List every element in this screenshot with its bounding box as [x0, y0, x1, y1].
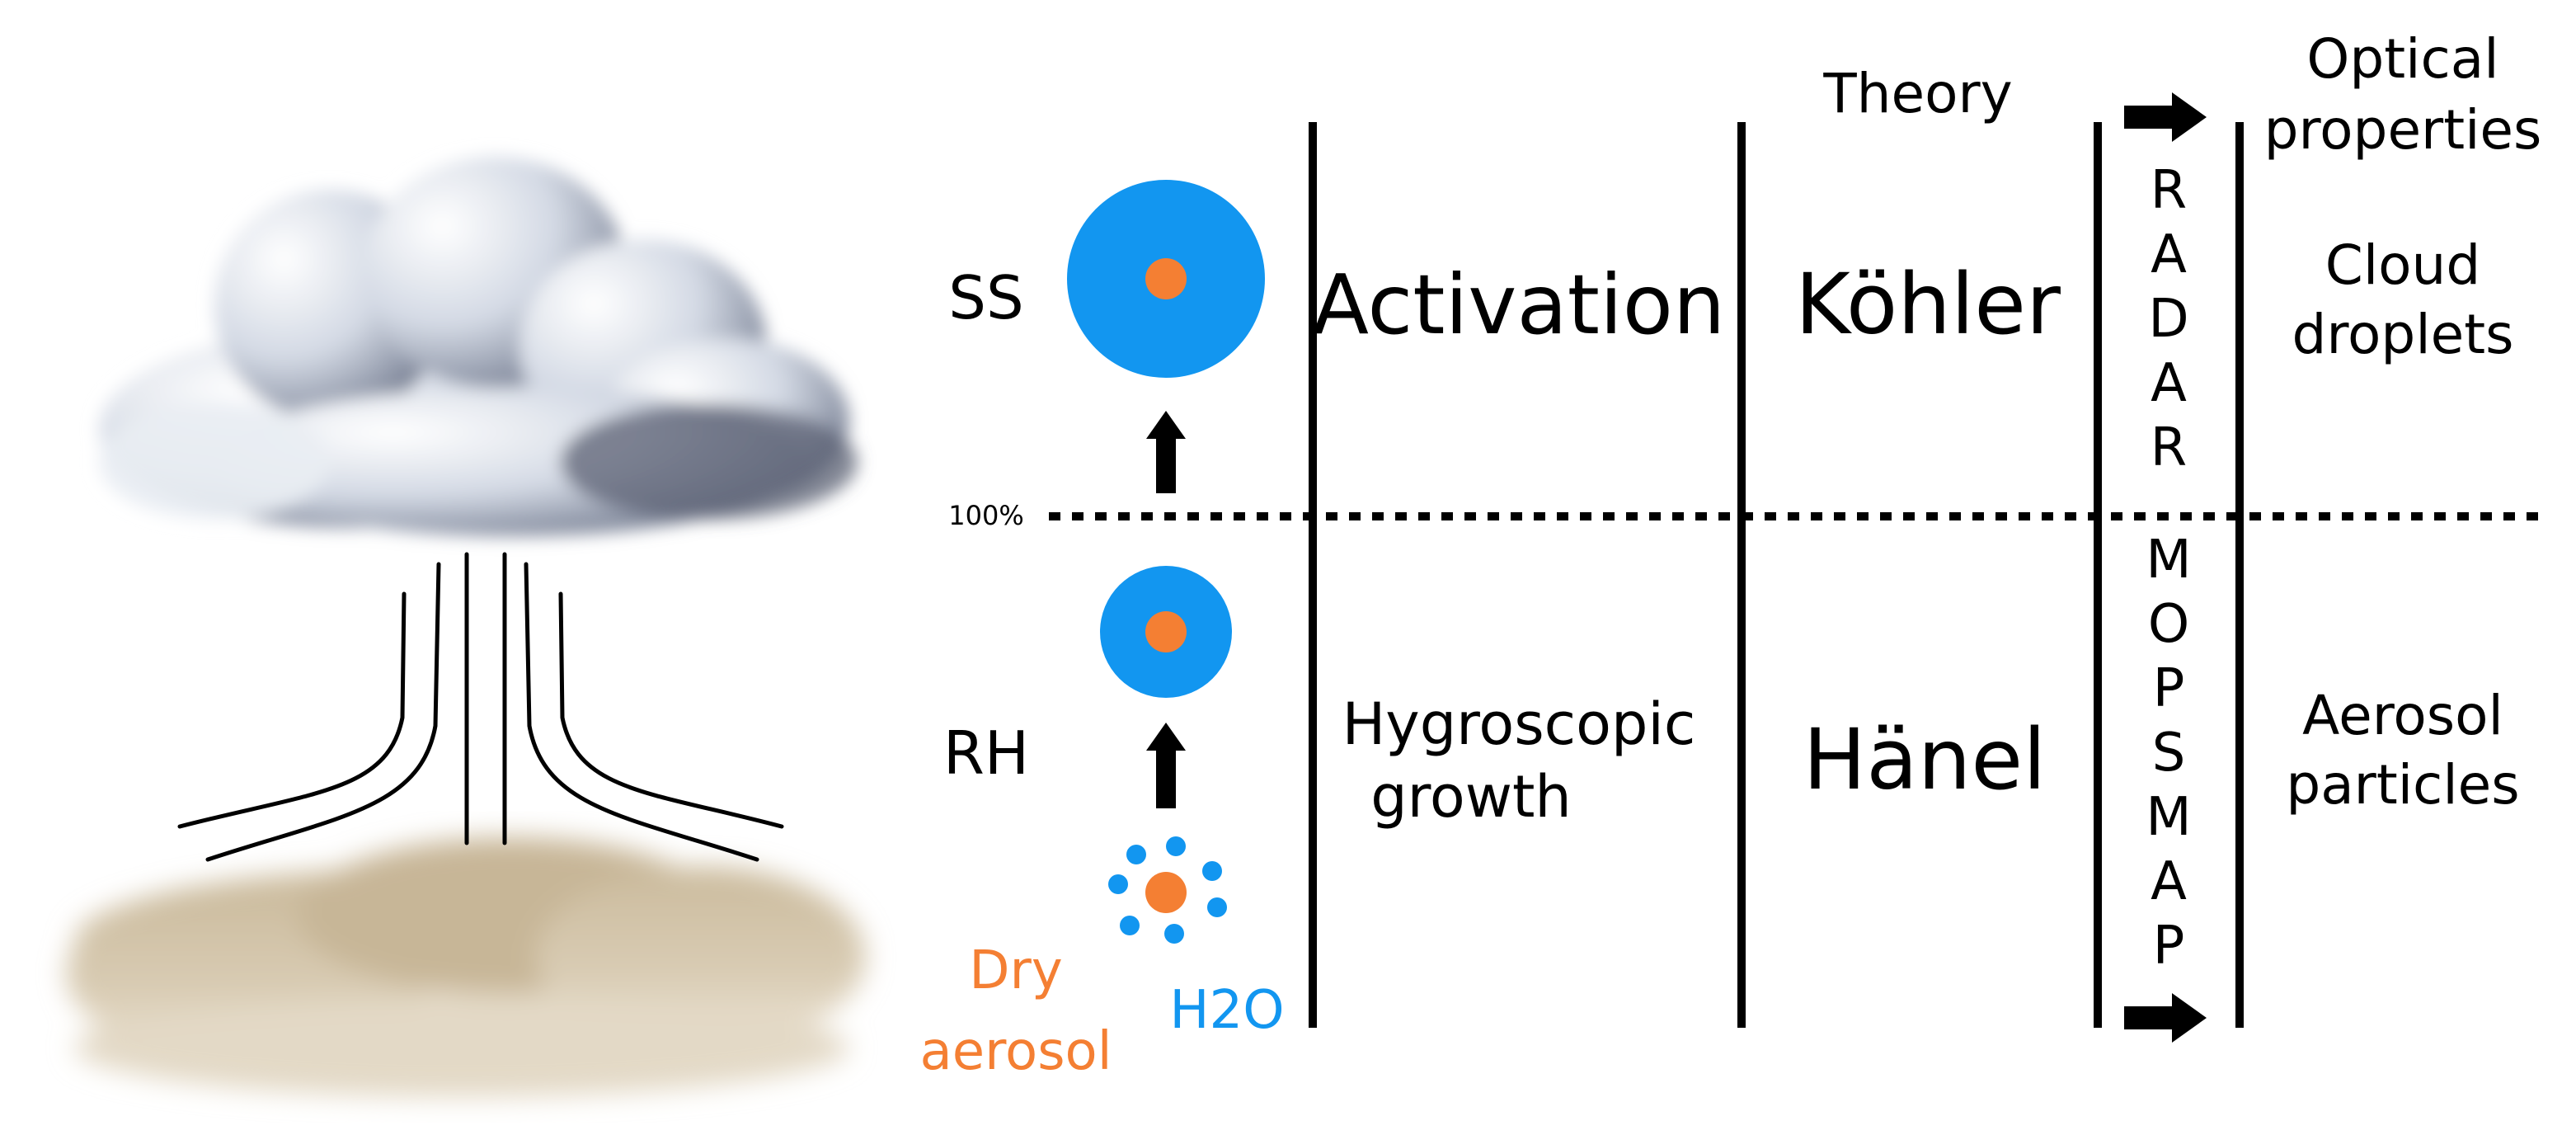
cloud-droplet-large — [1067, 180, 1265, 378]
mopsmap-letter: M — [2146, 787, 2191, 848]
cloud-droplets-label-line1: Cloud — [2325, 233, 2481, 297]
hygroscopic-growth-label-line1: Hygroscopic — [1342, 690, 1696, 758]
radar-letter: R — [2151, 417, 2187, 478]
aerosol-particles-label-line2: particles — [2286, 753, 2519, 817]
haze-droplet-medium — [1100, 566, 1232, 698]
radar-letter: D — [2148, 289, 2188, 350]
up-arrow-icon — [1146, 411, 1186, 493]
kohler-theory-label: Köhler — [1795, 256, 2061, 354]
mopsmap-letter: P — [2153, 916, 2185, 977]
water-label: H2O — [1169, 980, 1284, 1041]
dry-aerosol-label-line1: Dry — [969, 940, 1062, 1001]
supersaturation-label: SS — [948, 263, 1023, 332]
right-arrow-icon — [2124, 993, 2207, 1043]
column-dividers — [1309, 122, 2244, 1028]
radar-letter: A — [2151, 224, 2187, 285]
aerosol-particles-label-line1: Aerosol — [2302, 684, 2503, 747]
activation-label: Activation — [1313, 257, 1726, 353]
cloud-droplets-label-line2: droplets — [2292, 303, 2513, 366]
optical-properties-header-line2: properties — [2264, 98, 2542, 162]
right-arrow-icon — [2124, 92, 2207, 142]
optical-properties-header-line1: Optical — [2306, 27, 2498, 91]
radar-letter: A — [2151, 353, 2187, 414]
theory-header: Theory — [1822, 62, 2012, 125]
mopsmap-letter: P — [2153, 658, 2185, 719]
radar-letter: R — [2151, 160, 2187, 221]
mopsmap-letter: M — [2146, 530, 2191, 591]
dry-aerosol-label-line2: aerosol — [920, 1021, 1112, 1082]
updraft-streamlines — [177, 552, 784, 862]
threshold-label: 100% — [948, 500, 1023, 531]
dry-aerosol-with-water-molecules — [1108, 836, 1227, 944]
mopsmap-letter: O — [2148, 594, 2189, 655]
relative-humidity-label: RH — [943, 718, 1029, 788]
up-arrow-icon — [1146, 723, 1186, 808]
hygroscopic-growth-label-line2: growth — [1370, 763, 1572, 831]
hanel-theory-label: Hänel — [1803, 711, 2047, 809]
dust-layer-illustration — [66, 837, 866, 1097]
mopsmap-letter: S — [2152, 723, 2186, 784]
mopsmap-letter: A — [2151, 851, 2187, 912]
storm-cloud-illustration — [99, 157, 858, 536]
